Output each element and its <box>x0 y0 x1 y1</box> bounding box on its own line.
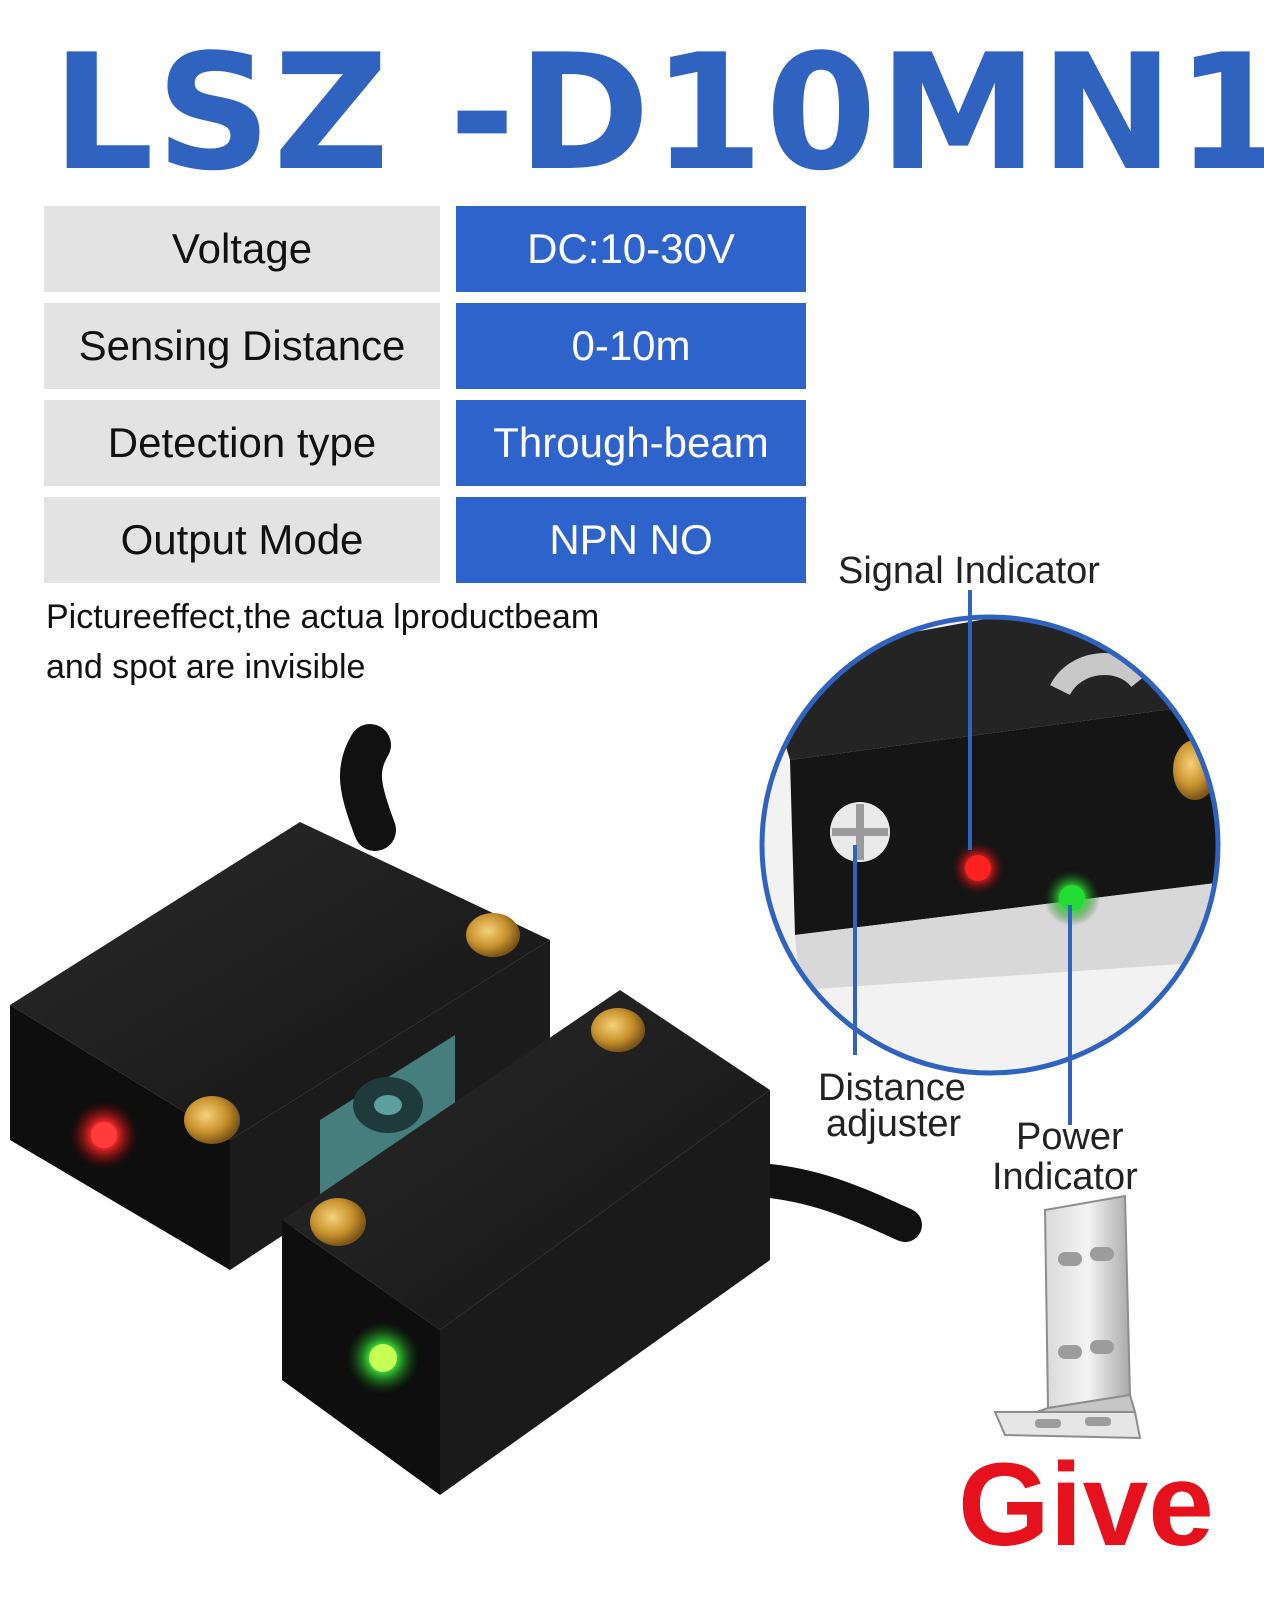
mounting-bracket <box>993 1194 1142 1440</box>
note-line: and spot are invisible <box>46 648 366 686</box>
spec-value: NPN NO <box>456 497 806 583</box>
callout-line: Indicator <box>992 1156 1138 1198</box>
note-line: Pictureeffect,the actua lproductbeam <box>46 598 600 636</box>
callout-line: Power <box>1016 1116 1124 1158</box>
spec-value: DC:10-30V <box>456 206 806 292</box>
spec-label: Voltage <box>44 206 440 292</box>
logo-mark-icon <box>1050 653 1149 696</box>
mounting-hole-icon <box>310 1198 366 1246</box>
spec-value: Through-beam <box>456 400 806 486</box>
callout-line: Distance <box>818 1067 966 1109</box>
spec-row-output-mode: Output Mode NPN NO <box>44 497 806 583</box>
spec-row-voltage: Voltage DC:10-30V <box>44 206 806 292</box>
signal-indicator-label: Signal Indicator <box>838 550 1100 592</box>
spec-row-detection-type: Detection type Through-beam <box>44 400 806 486</box>
callout-line: adjuster <box>826 1103 962 1145</box>
power-indicator-label: Power Indicator <box>992 1117 1138 1197</box>
emitter-sensor <box>10 822 550 1270</box>
zoom-detail <box>759 614 1221 1076</box>
spec-value: 0-10m <box>456 303 806 389</box>
receiver-sensor <box>282 990 770 1495</box>
spec-label: Detection type <box>44 400 440 486</box>
spec-row-sensing-distance: Sensing Distance 0-10m <box>44 303 806 389</box>
mounting-hole-icon <box>591 1008 645 1052</box>
disclaimer-note: Pictureeffect,the actua lproductbeam and… <box>46 592 746 692</box>
mounting-hole-icon <box>184 1096 240 1144</box>
sensor-cable <box>743 1163 922 1242</box>
spec-label: Output Mode <box>44 497 440 583</box>
sensor-cable <box>339 724 396 851</box>
product-title: LSZ -D10MN1 <box>52 19 1264 206</box>
distance-adjuster-label: Distance adjuster <box>818 1067 966 1145</box>
spec-label: Sensing Distance <box>44 303 440 389</box>
give-label: Give <box>958 1439 1214 1571</box>
mounting-hole-icon <box>466 913 520 957</box>
